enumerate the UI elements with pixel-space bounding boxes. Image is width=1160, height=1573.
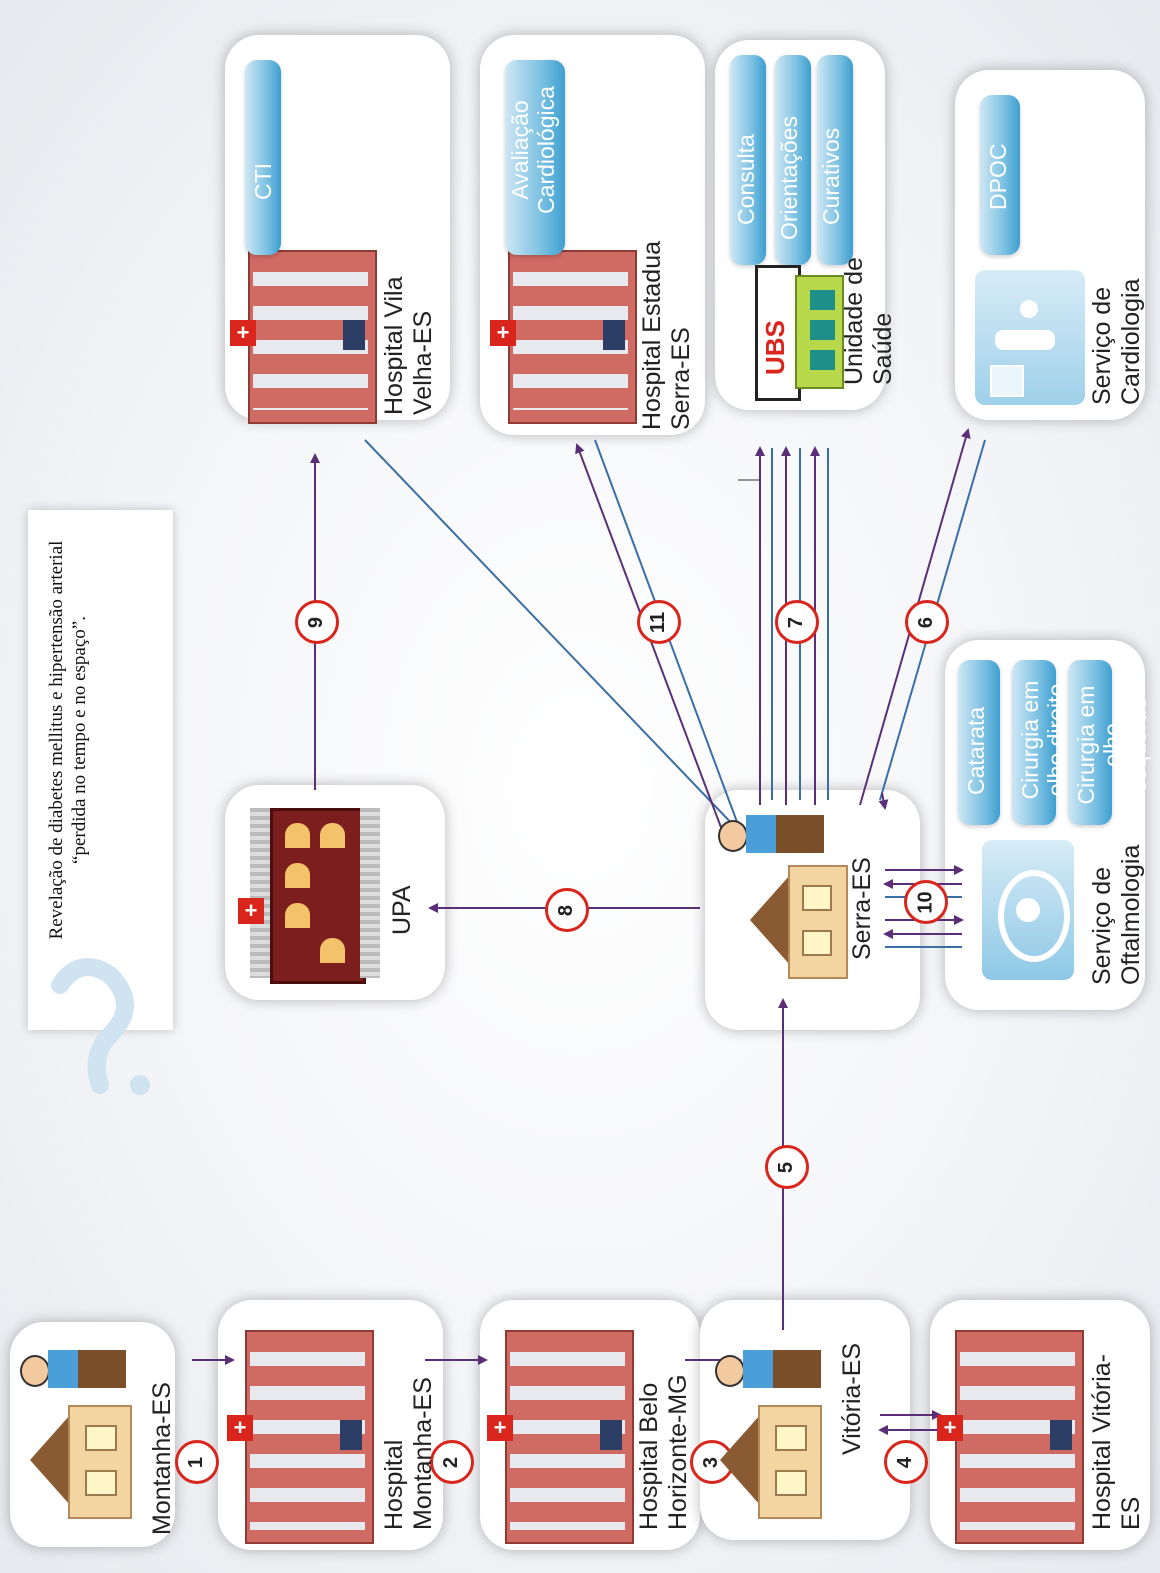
service-cirurgia-direito-label: Cirurgia em olho direito xyxy=(1017,670,1069,810)
step-badge-10: 10 xyxy=(904,880,948,924)
service-cirurgia-esquerdo-label: Cirurgia em olho esquerdo xyxy=(1073,675,1151,815)
label-hospital-serra: Hospital Estadua Serra-ES xyxy=(638,230,696,430)
hospital-building-icon: + xyxy=(245,1330,370,1540)
label-hospital-vila-velha: Hospital Vila Velha-ES xyxy=(380,215,438,415)
step-badge-1: 1 xyxy=(175,1440,219,1484)
service-orientacoes-label: Orientações xyxy=(776,116,802,240)
service-dpoc-label: DPOC xyxy=(985,144,1011,210)
step-badge-6: 6 xyxy=(905,600,949,644)
line-vila-velha-to-serra xyxy=(365,440,738,830)
house-icon xyxy=(720,1400,820,1520)
cardiology-icon xyxy=(975,270,1085,405)
hospital-building-icon: + xyxy=(505,1330,630,1540)
service-avaliacao-label: Avaliação Cardiológica xyxy=(507,55,559,245)
service-catarata-label: Catarata xyxy=(963,707,989,795)
label-montanha-home: Montanha-ES xyxy=(148,1382,177,1535)
hospital-building-icon: + xyxy=(955,1330,1080,1540)
hospital-building-icon: + xyxy=(248,250,373,420)
step-badge-8: 8 xyxy=(545,888,589,932)
step-badge-5: 5 xyxy=(765,1145,809,1189)
person-icon xyxy=(20,1340,130,1400)
house-icon xyxy=(30,1400,130,1520)
service-bar-cti xyxy=(245,60,281,255)
label-ubs: Unidade de Saúde xyxy=(840,255,898,385)
house-icon xyxy=(750,860,845,980)
eye-icon xyxy=(982,840,1074,980)
step-badge-11: 11 xyxy=(637,600,681,644)
label-hospital-bh: Hospital Belo Horizonte-MG xyxy=(635,1310,693,1530)
person-icon xyxy=(718,805,828,865)
label-upa: UPA xyxy=(388,885,417,935)
hospital-building-icon: + xyxy=(508,250,633,420)
label-hospital-montanha: Hospital Montanha-ES xyxy=(380,1330,438,1530)
label-hospital-vitoria: Hospital Vitória-ES xyxy=(1088,1330,1146,1530)
label-serra-home: Serra-ES xyxy=(848,857,877,960)
label-oftalmologia: Serviço de Oftalmologia xyxy=(1088,835,1146,985)
service-cti-label: CTI xyxy=(250,163,276,200)
person-icon xyxy=(715,1340,825,1400)
service-consulta-label: Consulta xyxy=(733,134,759,225)
service-curativos-label: Curativos xyxy=(818,128,844,225)
step-badge-7: 7 xyxy=(775,600,819,644)
question-mark-icon xyxy=(40,945,160,1105)
step-badge-9: 9 xyxy=(295,600,339,644)
step-badge-4: 4 xyxy=(884,1440,928,1484)
label-vitoria-home: Vitória-ES xyxy=(838,1343,867,1455)
label-cardiologia: Serviço de Cardiologia xyxy=(1088,275,1146,405)
note-text: Revelação de diabetes mellitus e hiperte… xyxy=(45,530,91,950)
upa-building-icon: + xyxy=(250,808,380,978)
ubs-sign: UBS xyxy=(758,320,792,375)
